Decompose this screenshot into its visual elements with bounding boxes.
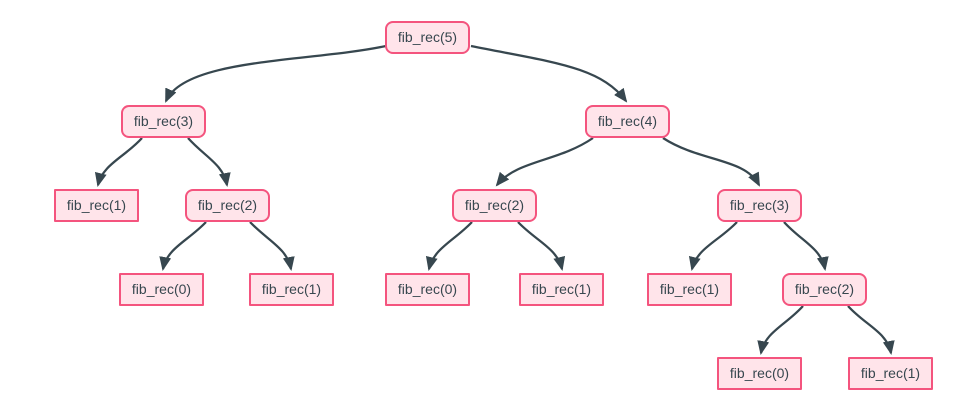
edge-fib2-fib0: [159, 221, 207, 271]
edge-fib2-fib0: [757, 305, 804, 355]
tree-node-fib-rec-0: fib_rec(0): [119, 273, 204, 306]
tree-node-fib-rec-1: fib_rec(1): [54, 189, 139, 222]
tree-node-fib-rec-2: fib_rec(2): [782, 273, 867, 306]
tree-node-fib-rec-0: fib_rec(0): [717, 357, 802, 390]
edge-fib3-fib2: [783, 221, 829, 271]
edge-fib2-fib0: [425, 221, 473, 271]
tree-node-fib-rec-4: fib_rec(4): [585, 105, 670, 138]
tree-node-fib-rec-2: fib_rec(2): [452, 189, 537, 222]
edge-fib2-fib1: [517, 221, 566, 271]
edge-fib2-fib1: [249, 221, 295, 271]
edge-fib4-fib3: [662, 137, 760, 187]
edge-fib4-fib2: [495, 137, 594, 187]
tree-node-fib-rec-1: fib_rec(1): [519, 273, 604, 306]
edge-fib3-fib2: [187, 137, 231, 187]
tree-node-fib-rec-3: fib_rec(3): [121, 105, 206, 138]
tree-node-fib-rec-1: fib_rec(1): [647, 273, 732, 306]
edge-fib3-fib1: [688, 221, 738, 271]
edge-fib5-fib4: [470, 44, 628, 103]
edge-fib3-fib1: [94, 137, 143, 187]
edge-fib2-fib1: [847, 305, 895, 355]
tree-node-fib-rec-1: fib_rec(1): [848, 357, 933, 390]
tree-node-root-fib-rec-5: fib_rec(5): [385, 21, 470, 54]
edge-fib5-fib3: [164, 44, 387, 103]
tree-node-fib-rec-0: fib_rec(0): [385, 273, 470, 306]
tree-node-fib-rec-1: fib_rec(1): [249, 273, 334, 306]
tree-node-fib-rec-3: fib_rec(3): [717, 189, 802, 222]
tree-node-fib-rec-2: fib_rec(2): [185, 189, 270, 222]
